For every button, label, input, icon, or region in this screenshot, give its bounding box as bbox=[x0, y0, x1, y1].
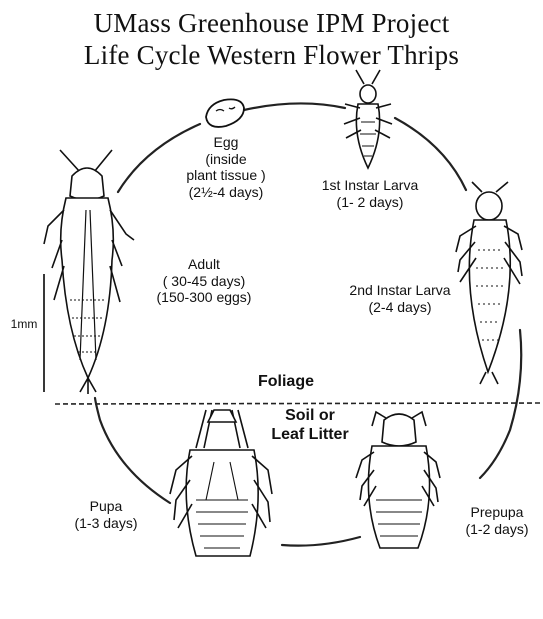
egg-label: Egg (inside plant tissue ) (2½-4 days) bbox=[166, 134, 286, 200]
scale-label: 1mm bbox=[6, 316, 42, 333]
pupa-label: Pupa (1-3 days) bbox=[58, 498, 154, 531]
larva2-label: 2nd Instar Larva (2-4 days) bbox=[330, 282, 470, 315]
larva1-drawing bbox=[344, 70, 392, 168]
adult-label: Adult ( 30-45 days) (150-300 eggs) bbox=[144, 256, 264, 306]
foliage-soil-divider bbox=[55, 403, 540, 404]
larva1-label: 1st Instar Larva (1- 2 days) bbox=[300, 177, 440, 210]
cycle-arc-egg-larva1 bbox=[244, 103, 345, 110]
cycle-arc-pupa-adult bbox=[95, 398, 170, 503]
cycle-arc-prepupa-pupa bbox=[282, 537, 360, 546]
soil-leaf-litter-label: Soil or Leaf Litter bbox=[240, 406, 380, 444]
prepupa-label: Prepupa (1-2 days) bbox=[454, 504, 540, 537]
egg-drawing bbox=[206, 99, 244, 127]
foliage-label: Foliage bbox=[236, 372, 336, 391]
